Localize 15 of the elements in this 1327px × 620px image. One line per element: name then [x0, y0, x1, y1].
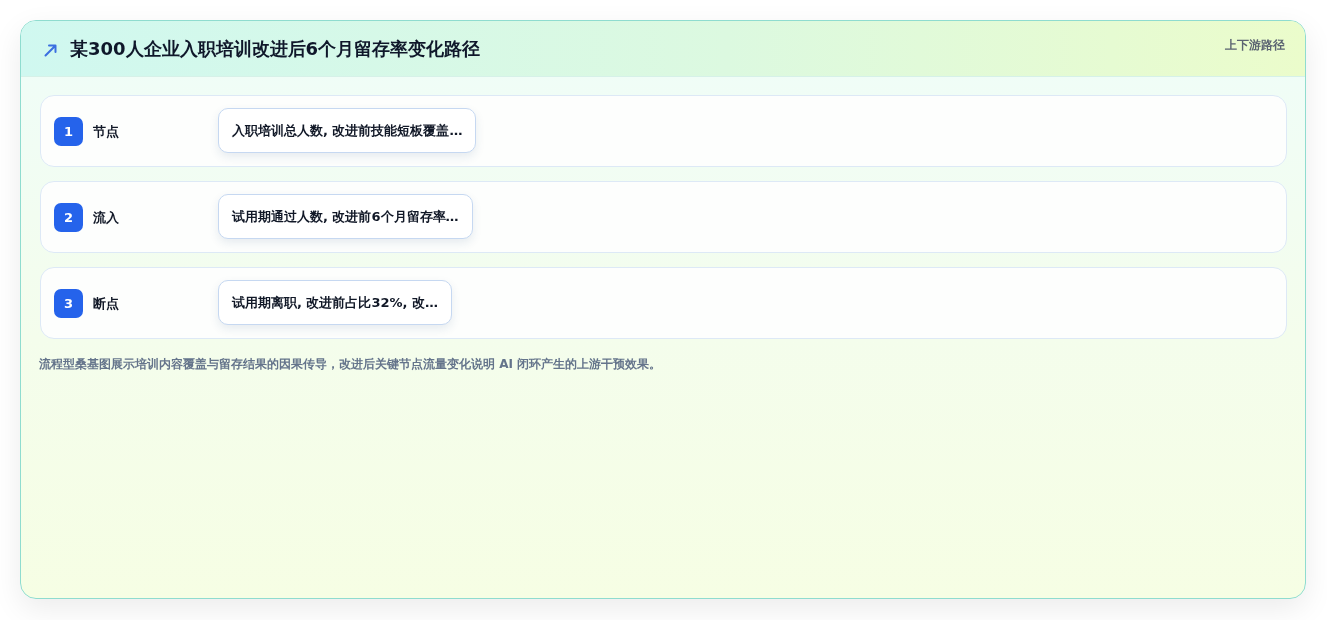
row-label: 节点 — [93, 123, 119, 140]
number-badge: 2 — [54, 203, 83, 232]
caption: 流程型桑基图展示培训内容覆盖与留存结果的因果传导，改进后关键节点流量变化说明 AI 闭环产生的上游干预效果。 — [39, 356, 662, 372]
text-pill: 试用期离职, 改进前占比32%, 改… — [218, 280, 453, 325]
row-card — [40, 181, 1287, 253]
row-card — [40, 95, 1287, 167]
row-label: 断点 — [93, 295, 119, 312]
title: 某300人企业入职培训改进后6个月留存率变化路径 — [70, 37, 481, 61]
number-badge: 1 — [54, 117, 83, 146]
number-badge: 3 — [54, 289, 83, 318]
header-label: 上下游路径 — [1225, 37, 1285, 53]
text-pill: 入职培训总人数, 改进前技能短板覆盖… — [218, 108, 477, 153]
row-label: 流入 — [93, 209, 119, 226]
row-card — [40, 267, 1287, 339]
text-pill: 试用期通过人数, 改进前6个月留存率… — [218, 194, 473, 239]
